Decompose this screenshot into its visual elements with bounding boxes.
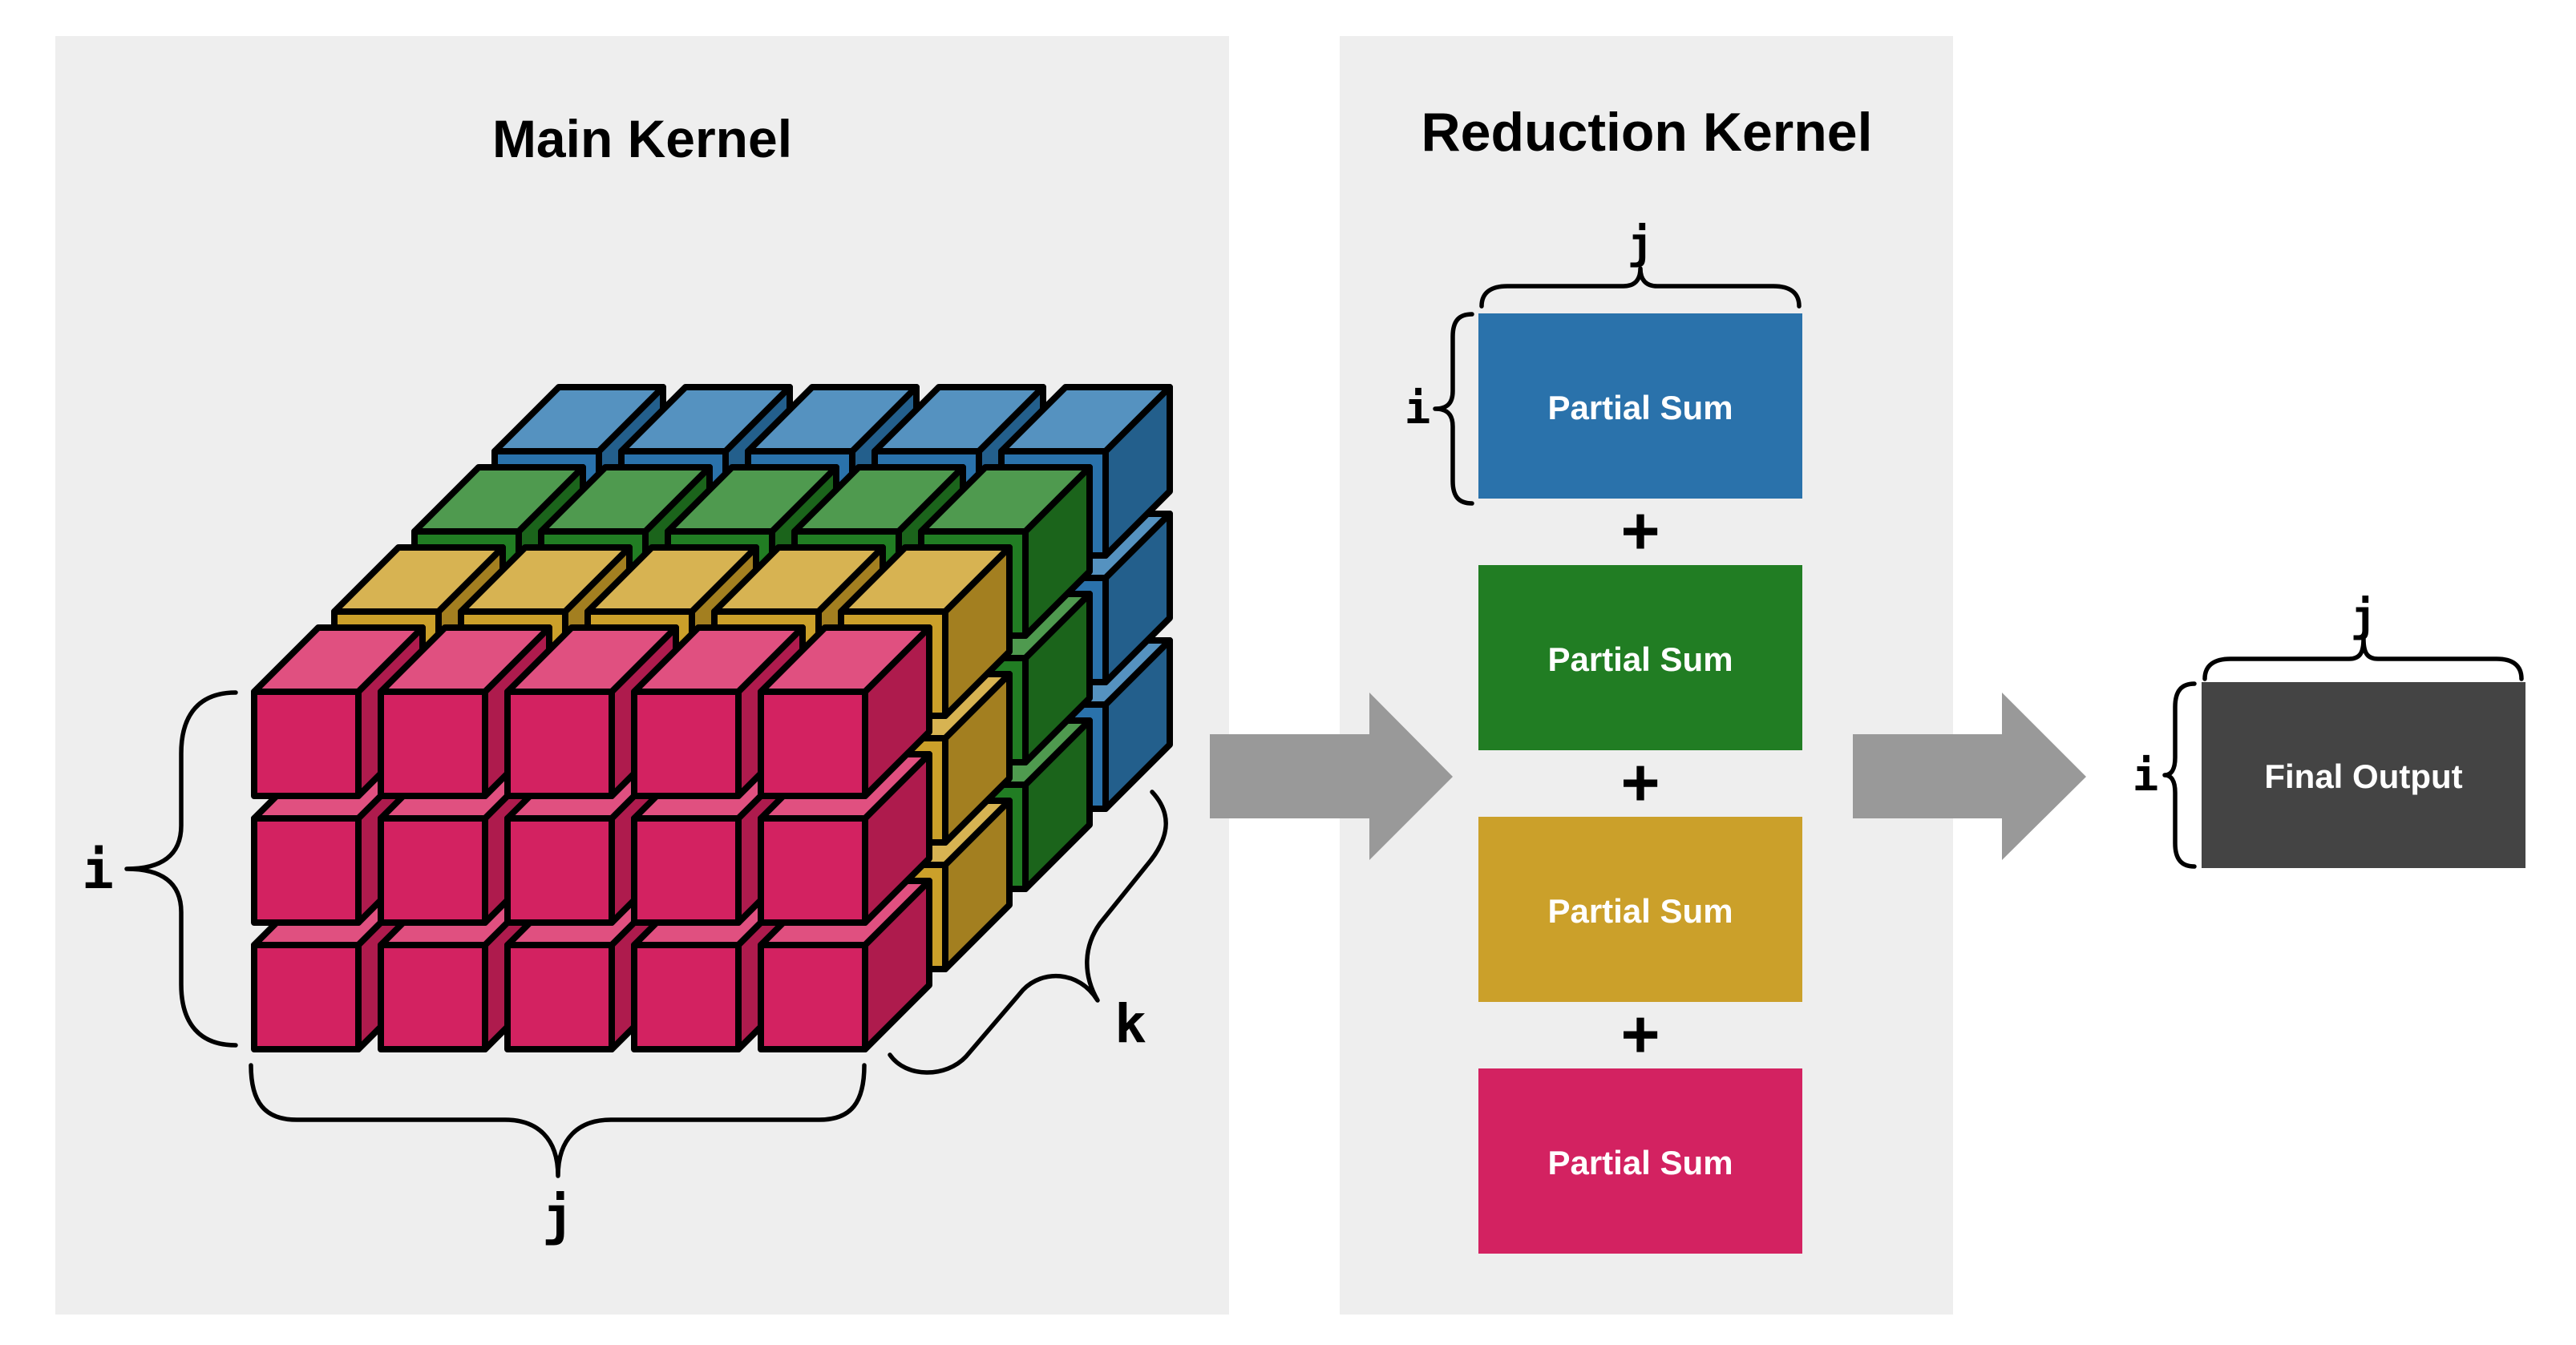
j-label: j <box>542 1185 574 1247</box>
partial-sum-rect <box>1478 565 1802 750</box>
final-output-box: Final Output <box>2202 682 2525 868</box>
cube-front-face <box>378 942 488 1052</box>
partial-sum-label: Partial Sum <box>1547 640 1733 678</box>
cube-front-face <box>504 815 615 926</box>
cube-layer-pink <box>251 624 932 1052</box>
reduction-j-label: j <box>1628 218 1654 269</box>
plus-sign-3: + <box>1620 996 1660 1072</box>
j-brace <box>249 1063 867 1178</box>
plus-sign-2: + <box>1620 745 1660 820</box>
cube-front-face <box>251 689 362 799</box>
output-i-label: i <box>2133 750 2159 801</box>
i-label: i <box>82 839 114 901</box>
output-i-brace <box>2162 681 2197 869</box>
partial-sum-box-4: Partial Sum <box>1478 1068 1802 1254</box>
final-output-rect <box>2202 682 2525 868</box>
cube-front-face <box>631 689 742 799</box>
i-brace <box>124 690 238 1048</box>
cube <box>758 624 932 799</box>
final-output-label: Final Output <box>2264 757 2462 795</box>
plus-sign-1: + <box>1620 493 1660 568</box>
reduction-kernel-title: Reduction Kernel <box>1421 102 1873 163</box>
cube-front-face <box>758 815 868 926</box>
output-j-label: j <box>2351 591 2377 641</box>
cube-front-face <box>504 689 615 799</box>
output-j-brace <box>2202 636 2524 681</box>
partial-sum-label: Partial Sum <box>1547 389 1733 426</box>
cube-front-face <box>758 689 868 799</box>
k-label: k <box>1114 993 1146 1055</box>
partial-sum-rect <box>1478 313 1802 499</box>
cube-front-face <box>251 942 362 1052</box>
arrow-main-to-reduction <box>1210 693 1453 860</box>
cube-front-face <box>631 815 742 926</box>
cube-front-face <box>378 689 488 799</box>
reduction-i-label: i <box>1405 383 1431 434</box>
cube-front-face <box>504 942 615 1052</box>
main-kernel-title: Main Kernel <box>492 109 792 168</box>
cube-front-face <box>631 942 742 1052</box>
arrow-reduction-to-output <box>1853 693 2086 860</box>
partial-sum-rect <box>1478 1068 1802 1254</box>
cube-grid-3d <box>251 384 1173 1052</box>
partial-sum-box-2: Partial Sum <box>1478 565 1802 750</box>
k-brace <box>888 790 1169 1075</box>
partial-sum-label: Partial Sum <box>1547 1144 1733 1181</box>
cube-front-face <box>378 815 488 926</box>
cube-front-face <box>251 815 362 926</box>
reduction-i-brace <box>1433 312 1474 506</box>
cube-front-face <box>758 942 868 1052</box>
partial-sum-box-3: Partial Sum <box>1478 817 1802 1002</box>
partial-sum-box-1: Partial Sum <box>1478 313 1802 499</box>
partial-sum-rect <box>1478 817 1802 1002</box>
reduction-j-brace <box>1479 266 1802 309</box>
partial-sum-label: Partial Sum <box>1547 892 1733 930</box>
